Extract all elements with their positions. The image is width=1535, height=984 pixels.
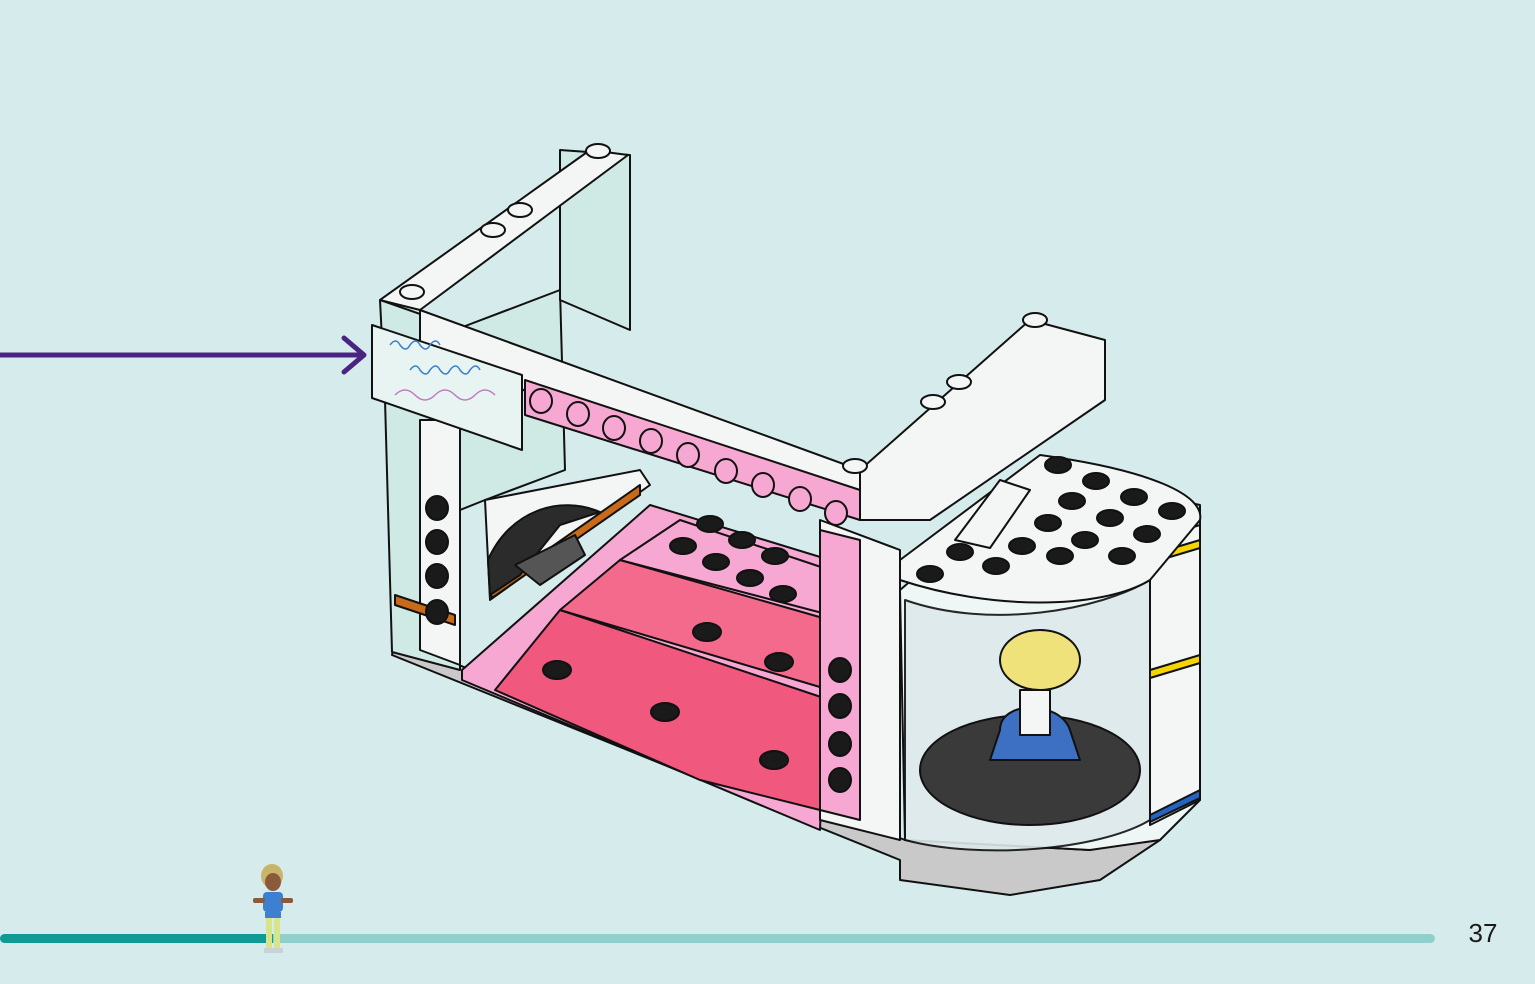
progress-fill [0, 934, 273, 943]
minifigure-runner-icon [253, 864, 293, 953]
lego-model [371, 143, 1202, 896]
progress-track [0, 934, 1435, 943]
page-number: 37 [1468, 918, 1498, 948]
arrow-right-icon [0, 335, 367, 375]
